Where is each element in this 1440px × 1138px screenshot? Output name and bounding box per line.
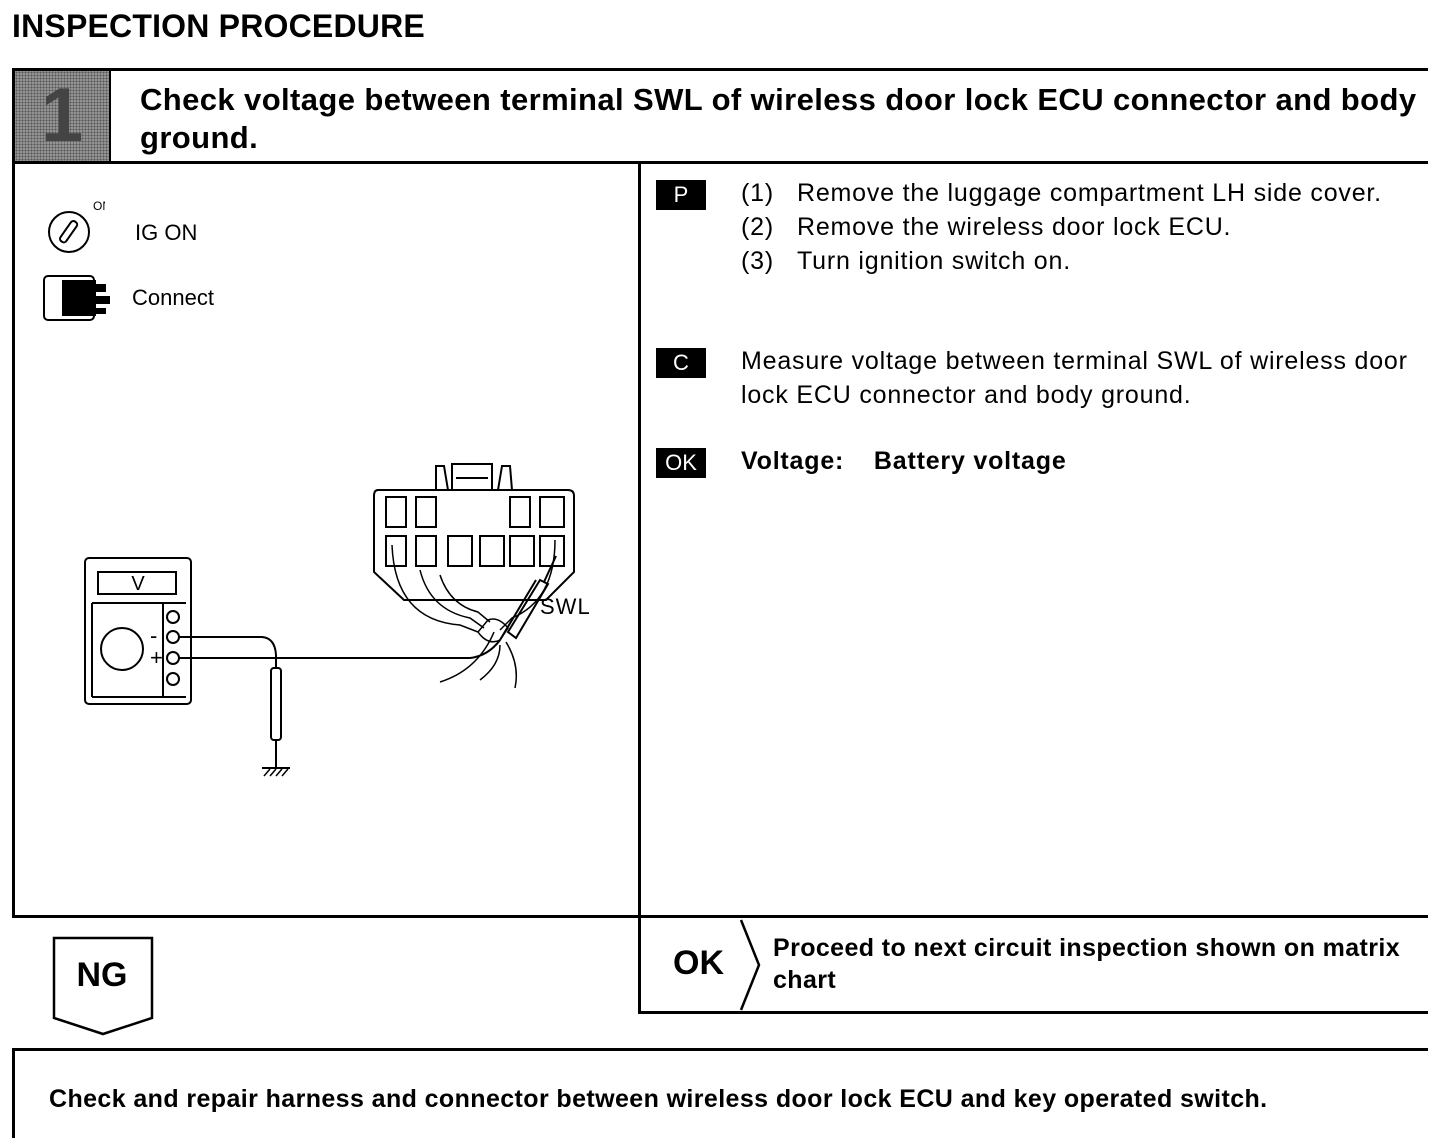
page-title: INSPECTION PROCEDURE [12, 8, 425, 44]
connector-label: Connect [132, 285, 214, 310]
ng-result-label: NG [76, 956, 128, 994]
step-number-badge: 1 [15, 71, 111, 161]
ground-symbol-icon [263, 768, 289, 777]
column-divider [638, 162, 641, 1014]
ng-arrow-icon [52, 936, 154, 1036]
meter-display: V [131, 573, 145, 595]
spec-label: Voltage: [741, 447, 845, 475]
wiring-diagram: V - + [84, 463, 591, 777]
step-title: Check voltage between terminal SWL of wi… [140, 82, 1417, 155]
ignition-label: IG ON [135, 220, 198, 245]
legend-ignition: ON IG ON [45, 198, 197, 258]
ok-result-text: Proceed to next circuit inspection shown… [773, 934, 1401, 994]
ecu-connector-icon [373, 463, 575, 601]
ok-result-label: OK [673, 944, 724, 982]
prepare-section: P (1) Remove the luggage compartment LH … [656, 176, 1426, 316]
ok-chevron-icon [739, 919, 761, 1011]
step-text: Remove the wireless door lock ECU. [797, 213, 1232, 241]
ignition-on-mark: ON [93, 199, 105, 213]
connector-icon [43, 275, 110, 321]
list-item: (1) Remove the luggage compartment LH si… [741, 176, 1421, 210]
positive-probe [506, 555, 557, 640]
step-num: (2) [741, 213, 774, 241]
prepare-badge: P [656, 180, 706, 210]
meter-plus-sign: + [150, 645, 163, 670]
meter-minus-sign: - [150, 623, 157, 648]
step-text: Turn ignition switch on. [797, 247, 1071, 275]
ok-result-row: OK Proceed to next circuit inspection sh… [641, 918, 1428, 1014]
step-num: (3) [741, 247, 774, 275]
check-text: Measure voltage between terminal SWL of … [741, 347, 1408, 409]
step-text: Remove the luggage compartment LH side c… [797, 179, 1382, 207]
test-leads [179, 579, 537, 668]
repair-action-box: Check and repair harness and connector b… [12, 1048, 1428, 1138]
ok-spec: Voltage: Battery voltage [741, 444, 1421, 478]
step-num: (1) [741, 179, 774, 207]
legend-connector: Connect [42, 272, 214, 324]
spec-value: Battery voltage [873, 447, 1067, 475]
swl-terminal-label: SWL [540, 594, 591, 619]
prepare-steps: (1) Remove the luggage compartment LH si… [741, 176, 1421, 278]
repair-action-text: Check and repair harness and connector b… [49, 1085, 1268, 1113]
check-badge: C [656, 348, 706, 378]
list-item: (3) Turn ignition switch on. [741, 244, 1421, 278]
ignition-switch-icon: ON [48, 199, 105, 253]
ok-spec-section: OK Voltage: Battery voltage [656, 444, 1426, 484]
step-body [12, 162, 1428, 918]
ground-probe [262, 667, 290, 769]
ok-badge: OK [656, 448, 706, 478]
voltmeter-icon [84, 557, 192, 705]
list-item: (2) Remove the wireless door lock ECU. [741, 210, 1421, 244]
check-section: C Measure voltage between terminal SWL o… [656, 344, 1426, 416]
step-header: 1 Check voltage between terminal SWL of … [12, 68, 1428, 164]
